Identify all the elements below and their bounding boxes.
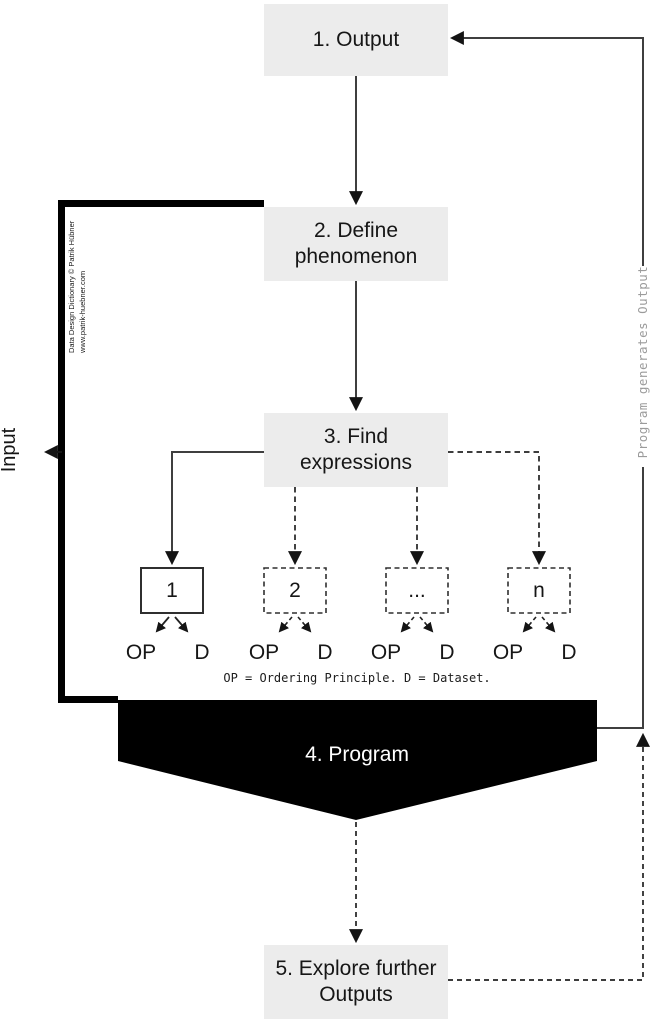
node-output-label: 1. Output [312, 28, 400, 52]
expression-branch-solid [165, 451, 264, 566]
node-explore-line2: Outputs [319, 983, 393, 1006]
node-find-line2: expressions [299, 451, 413, 474]
program-generates-output-label: Program generates Output [635, 265, 650, 459]
credits-line1: Data Design Dictionary © Patrik Hübner [67, 220, 76, 353]
feedback-loop-dashed [448, 732, 650, 981]
program-banner-shape [118, 700, 597, 820]
d-label-4: D [561, 641, 577, 664]
program-banner-label: 4. Program [305, 743, 409, 766]
op-label-4: OP [492, 641, 524, 664]
d-label-3: D [439, 641, 455, 664]
expression-box-2-label: 2 [289, 578, 301, 602]
opd-arrows-dashed [278, 616, 556, 633]
node-define-line2: phenomenon [294, 245, 418, 268]
node-explore-line1: 5. Explore further [275, 957, 437, 981]
d-label-1: D [194, 641, 210, 664]
expression-boxes [140, 567, 571, 614]
expression-branches-dashed [288, 451, 546, 566]
op-label-2: OP [248, 641, 280, 664]
input-side-label: Input [0, 427, 20, 473]
node-explore-outputs: 5. Explore further Outputs [264, 945, 448, 1019]
expression-box-ellipsis-label: ... [408, 578, 426, 602]
credits-line2: www.patrik-huebner.com [77, 270, 87, 353]
node-find-line1: 3. Find [323, 425, 389, 449]
d-label-2: D [317, 641, 333, 664]
node-define-phenomenon: 2. Define phenomenon [264, 207, 448, 281]
node-define-line1: 2. Define [313, 219, 399, 243]
credits-text: Data Design Dictionary © Patrik Hübner w… [67, 215, 89, 353]
expression-box-n-label: n [533, 578, 545, 602]
legend-text: OP = Ordering Principle. D = Dataset. [223, 671, 491, 685]
node-output: 1. Output [264, 4, 448, 76]
op-label-3: OP [370, 641, 402, 664]
opd-arrows-solid [155, 616, 189, 633]
expression-box-1-label: 1 [166, 578, 178, 602]
op-label-1: OP [125, 641, 157, 664]
feedback-loop-solid [449, 31, 644, 729]
node-find-expressions: 3. Find expressions [264, 413, 448, 487]
